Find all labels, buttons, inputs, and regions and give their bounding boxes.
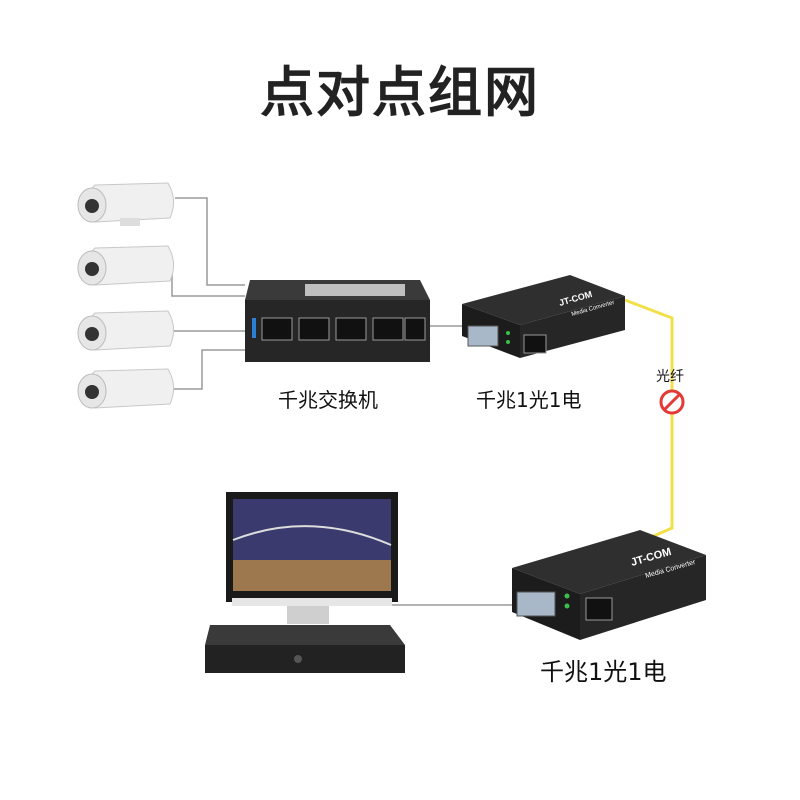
media-converter-bottom: JT-COM Media Converter bbox=[512, 530, 706, 640]
camera-1 bbox=[78, 183, 174, 226]
camera-2 bbox=[78, 246, 174, 285]
nvr-recorder bbox=[205, 625, 405, 673]
camera-4 bbox=[78, 369, 174, 408]
no-sign-icon bbox=[661, 391, 683, 413]
switch-label: 千兆交换机 bbox=[278, 384, 378, 413]
monitor bbox=[226, 492, 398, 624]
switch-ports bbox=[262, 318, 425, 340]
fiber-label: 光纤 bbox=[656, 366, 684, 386]
converter-top-label: 千兆1光1电 bbox=[476, 384, 581, 413]
media-converter-top: JT-COM Media Converter bbox=[462, 275, 625, 358]
converter-bottom-label: 千兆1光1电 bbox=[540, 652, 667, 687]
gigabit-switch bbox=[245, 280, 430, 362]
fiber-line bbox=[625, 300, 672, 542]
camera-3 bbox=[78, 311, 174, 350]
